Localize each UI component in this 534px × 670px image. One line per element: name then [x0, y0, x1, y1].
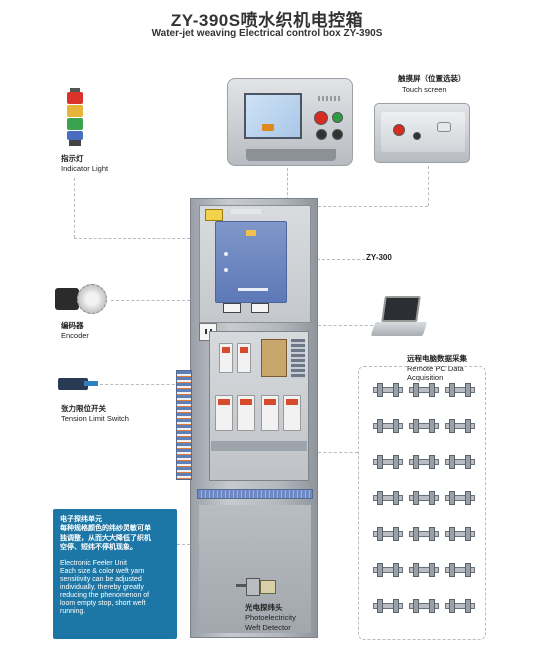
photo-detector-label-en-1: Photoelectricity [245, 613, 296, 622]
weft-detector-unit [409, 383, 439, 397]
panel-base [246, 149, 336, 161]
laptop-icon [370, 296, 429, 342]
green-button[interactable] [332, 112, 343, 123]
cabinet-badge [231, 209, 261, 214]
weft-detector-unit [445, 419, 475, 433]
feeler-en-3: sensitivity can be adjusted [60, 575, 142, 583]
touch-screen-label-cn-text: 触摸屏（位置选装） [398, 74, 466, 83]
contactor-2 [237, 343, 251, 373]
encoder-label-cn: 编码器 [61, 321, 84, 330]
weft-detector-icon [236, 576, 280, 600]
leader-encoder-h [111, 300, 190, 301]
leader-indicator-v [74, 178, 75, 238]
terminal-strip [197, 489, 313, 499]
weft-detector-unit [373, 599, 403, 613]
contactor-5 [261, 395, 279, 431]
weft-detector-unit [409, 527, 439, 541]
remote-pc-label-en-1: Remote PC Data [407, 364, 464, 373]
feeler-en-6: loom empty stop, short weft [60, 599, 146, 607]
accessory-dial-icon [437, 122, 451, 132]
feeler-en-2: Each size & color weft yarn [60, 567, 145, 575]
weft-detector-unit [409, 491, 439, 505]
transformer [261, 339, 287, 377]
weft-detector-unit [409, 419, 439, 433]
tension-switch-label-cn: 张力限位开关 [61, 404, 106, 413]
feeler-cn-2: 每种规格颜色的纬纱灵敏可单 [60, 525, 151, 533]
leader-touch-v [428, 166, 429, 206]
limit-switch-icon [58, 376, 98, 392]
weft-detector-unit [445, 491, 475, 505]
connector-left [223, 303, 241, 313]
contactor-6 [283, 395, 301, 431]
electronic-feeler-unit-box: 电子探纬单元 每种规格颜色的纬纱灵敏可单 独调整，从而大大降低了织机 空停、短纬… [53, 509, 177, 639]
weft-detector-unit [373, 455, 403, 469]
weft-detector-unit [445, 599, 475, 613]
feeler-cn-4: 空停、短纬不停机现象。 [60, 544, 137, 552]
contactor-1 [219, 343, 233, 373]
emergency-stop-button[interactable] [314, 111, 328, 125]
touch-screen-accessory [374, 103, 470, 163]
lower-cabinet-area [199, 505, 311, 633]
feeler-cn-3: 独调整，从而大大降低了织机 [60, 534, 151, 542]
weft-detector-unit [409, 563, 439, 577]
black-button-left[interactable] [316, 129, 327, 140]
remote-pc-label-en-2: Acquisition [407, 373, 444, 382]
feeler-en-7: running. [60, 608, 86, 616]
tension-switch-label-en: Tension Limit Switch [61, 414, 129, 423]
leader-panel-v [287, 168, 288, 200]
weft-detector-grid [358, 366, 486, 640]
weft-detector-unit [409, 455, 439, 469]
leader-pc-h [318, 325, 373, 326]
leader-tension-h [100, 384, 190, 385]
weft-detector-unit [373, 383, 403, 397]
photo-detector-label-en-2: Weft Detector [245, 623, 291, 632]
weft-detector-unit [373, 419, 403, 433]
weft-detector-unit [409, 599, 439, 613]
control-panel [227, 78, 353, 166]
touch-screen-display [244, 93, 302, 139]
weft-detector-unit [445, 455, 475, 469]
contactor-3 [215, 395, 233, 431]
feeler-en-1: Electronic Feeler Unit [60, 559, 127, 567]
leader-zy300-h [282, 259, 365, 260]
leader-indicator-h [74, 238, 190, 239]
weft-detector-unit [445, 563, 475, 577]
leader-feeler-box-h [177, 544, 190, 545]
electrical-control-cabinet [190, 198, 318, 638]
accessory-red-button[interactable] [393, 124, 405, 136]
leader-feeler-h [318, 452, 358, 453]
feeler-en-4: individually, thereby greatly [60, 583, 144, 591]
screen-logo-icon [262, 124, 274, 131]
accessory-black-button[interactable] [413, 132, 421, 140]
panel-vent [318, 96, 340, 101]
weft-detector-unit [373, 491, 403, 505]
weft-detector-unit [373, 527, 403, 541]
weft-detector-unit [373, 563, 403, 577]
feeler-cn-1: 电子探纬单元 [60, 516, 102, 523]
wiring-duct [211, 441, 307, 451]
warning-sticker [205, 209, 223, 221]
side-terminal-column [176, 370, 192, 480]
encoder-label-en: Encoder [61, 331, 89, 340]
photo-detector-label-cn: 光电探纬头 [245, 603, 283, 612]
feeler-en-5: reducing the phenomenon of [60, 591, 150, 599]
zy300-logo-icon [246, 230, 256, 236]
zy300-label: ZY-300 [366, 253, 392, 262]
zy300-controller-unit [215, 221, 287, 303]
indicator-light-label-cn: 指示灯 [61, 154, 84, 163]
leader-touch-h [318, 206, 428, 207]
terminal-block-right [291, 339, 305, 379]
contactor-4 [237, 395, 255, 431]
stack-light-icon [66, 88, 84, 146]
page-subtitle: Water-jet weaving Electrical control box… [151, 28, 383, 39]
rotary-encoder-icon [55, 284, 111, 314]
connector-right [251, 303, 269, 313]
touch-screen-label-en: Touch screen [402, 85, 447, 94]
page-title: ZY-390S喷水织机电控箱 [170, 11, 364, 30]
black-button-right[interactable] [332, 129, 343, 140]
weft-detector-unit [445, 383, 475, 397]
remote-pc-label-cn: 远程电脑数据采集 [407, 354, 467, 363]
weft-detector-unit [445, 527, 475, 541]
indicator-light-label-en: Indicator Light [61, 164, 109, 173]
